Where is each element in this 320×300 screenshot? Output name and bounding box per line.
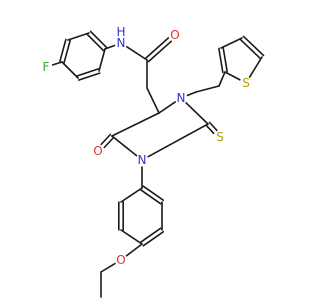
bond-28-b (142, 185, 165, 201)
bond-17-a (100, 133, 112, 146)
atom-ether-o: O (116, 253, 125, 267)
bond-3-a (86, 33, 105, 52)
bond-22-b (218, 47, 224, 74)
atom-nh-n: N (117, 36, 126, 50)
bond-35 (100, 262, 116, 273)
bond-34 (125, 243, 143, 257)
bond-22-a (222, 46, 228, 73)
bond-18-b (208, 121, 218, 132)
bond-8 (126, 46, 148, 61)
atom-f: F (43, 60, 50, 74)
bond-20 (195, 85, 220, 93)
bond-9-b (144, 37, 170, 60)
bond-26 (224, 71, 241, 81)
bond-16 (111, 112, 160, 137)
bond-30-a (139, 227, 162, 243)
bond-15 (111, 135, 138, 157)
bond-14 (147, 123, 209, 158)
bond-4 (98, 48, 106, 72)
bond-13 (185, 102, 209, 125)
bond-25 (248, 56, 263, 78)
bond-31 (120, 229, 143, 245)
bond-0 (51, 61, 63, 66)
atom-ring-n2: N (138, 153, 147, 167)
bond-2 (67, 32, 90, 41)
atom-thiophene-s: S (242, 76, 250, 90)
bond-24-a (239, 38, 262, 60)
atom-amide-o: O (170, 28, 179, 42)
bond-28-a (139, 189, 162, 205)
bond-1-b (59, 38, 67, 63)
bond-33 (120, 187, 143, 203)
bond-7 (104, 44, 116, 50)
bond-9-a (147, 40, 173, 63)
atom-nh-h: H (116, 25, 125, 39)
bond-19 (186, 91, 197, 97)
bond-12 (158, 101, 177, 114)
atom-ring-n1: N (177, 91, 186, 105)
bond-11 (146, 87, 160, 114)
bond-23 (220, 37, 243, 49)
atom-labels: F N H O N N O S S O (43, 25, 250, 267)
bond-5-b (77, 72, 101, 81)
bond-6 (61, 61, 79, 79)
bond-17-b (103, 136, 115, 149)
molecule-structure: F N H O N N O S S O (43, 25, 265, 298)
bond-30-b (142, 231, 165, 247)
atom-thione-s: S (216, 130, 224, 144)
bond-18-a (205, 124, 215, 135)
bond-24-b (242, 35, 265, 57)
bonds (51, 30, 265, 298)
bond-5-a (76, 68, 100, 77)
atom-ring-o: O (93, 144, 102, 158)
bond-1-a (63, 39, 71, 64)
bond-21 (218, 71, 226, 87)
bond-3-b (89, 30, 108, 49)
